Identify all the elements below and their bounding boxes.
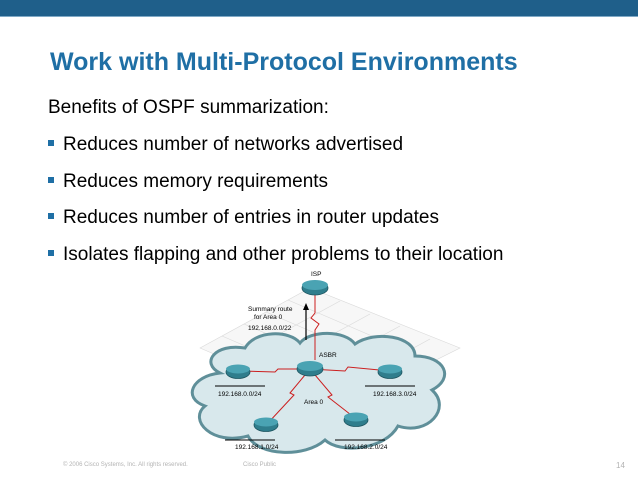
summary-arrow: [303, 303, 309, 340]
bullet-list: Reduces number of networks advertised Re…: [48, 134, 503, 280]
header-bar: [0, 0, 638, 16]
bullet-text: Reduces memory requirements: [63, 170, 329, 192]
lan-segments: [215, 385, 415, 441]
footer-copyright: © 2006 Cisco Systems, Inc. All rights re…: [63, 462, 188, 468]
header-divider: [0, 16, 638, 17]
summary-area-label: for Area 0: [254, 314, 283, 321]
router-southeast-icon: [343, 412, 369, 427]
bullet-item: Reduces number of networks advertised: [48, 134, 503, 171]
router-southwest-icon: [253, 417, 279, 432]
asbr-label: ASBR: [319, 352, 337, 359]
network-label: 192.168.0.0/24: [218, 391, 262, 398]
bullet-square-icon: [48, 140, 54, 146]
page-number: 14: [616, 461, 625, 470]
network-label: 192.168.3.0/24: [373, 391, 417, 398]
ospf-network-diagram: ISP Summary route for Area 0 192.168.0.0…: [190, 271, 461, 454]
router-east-icon: [377, 364, 403, 379]
slide-title: Work with Multi-Protocol Environments: [50, 48, 518, 76]
router-asbr-icon: [296, 361, 324, 377]
footer-classification: Cisco Public: [243, 462, 277, 468]
bullet-text: Isolates flapping and other problems to …: [63, 243, 504, 265]
router-west-icon: [225, 364, 251, 379]
bullet-item: Reduces memory requirements: [48, 171, 503, 208]
bullet-square-icon: [48, 176, 54, 183]
bullet-square-icon: [48, 213, 54, 219]
summary-route-label: Summary route: [248, 306, 293, 313]
bullet-item: Reduces number of entries in router upda…: [48, 207, 503, 244]
area-label: Area 0: [304, 399, 324, 406]
bullet-item: Isolates flapping and other problems to …: [48, 244, 503, 281]
isp-label: ISP: [311, 271, 321, 278]
bullet-square-icon: [48, 249, 54, 256]
bullet-text: Reduces number of entries in router upda…: [63, 207, 439, 228]
router-isp-icon: [301, 280, 329, 296]
slide-intro: Benefits of OSPF summarization:: [48, 97, 329, 118]
bullet-text: Reduces number of networks advertised: [63, 134, 404, 155]
network-label: 192.168.2.0/24: [344, 444, 388, 451]
network-label: 192.168.1.0/24: [235, 444, 279, 451]
serial-links: [239, 293, 391, 424]
summary-prefix-label: 192.168.0.0/22: [248, 325, 292, 332]
